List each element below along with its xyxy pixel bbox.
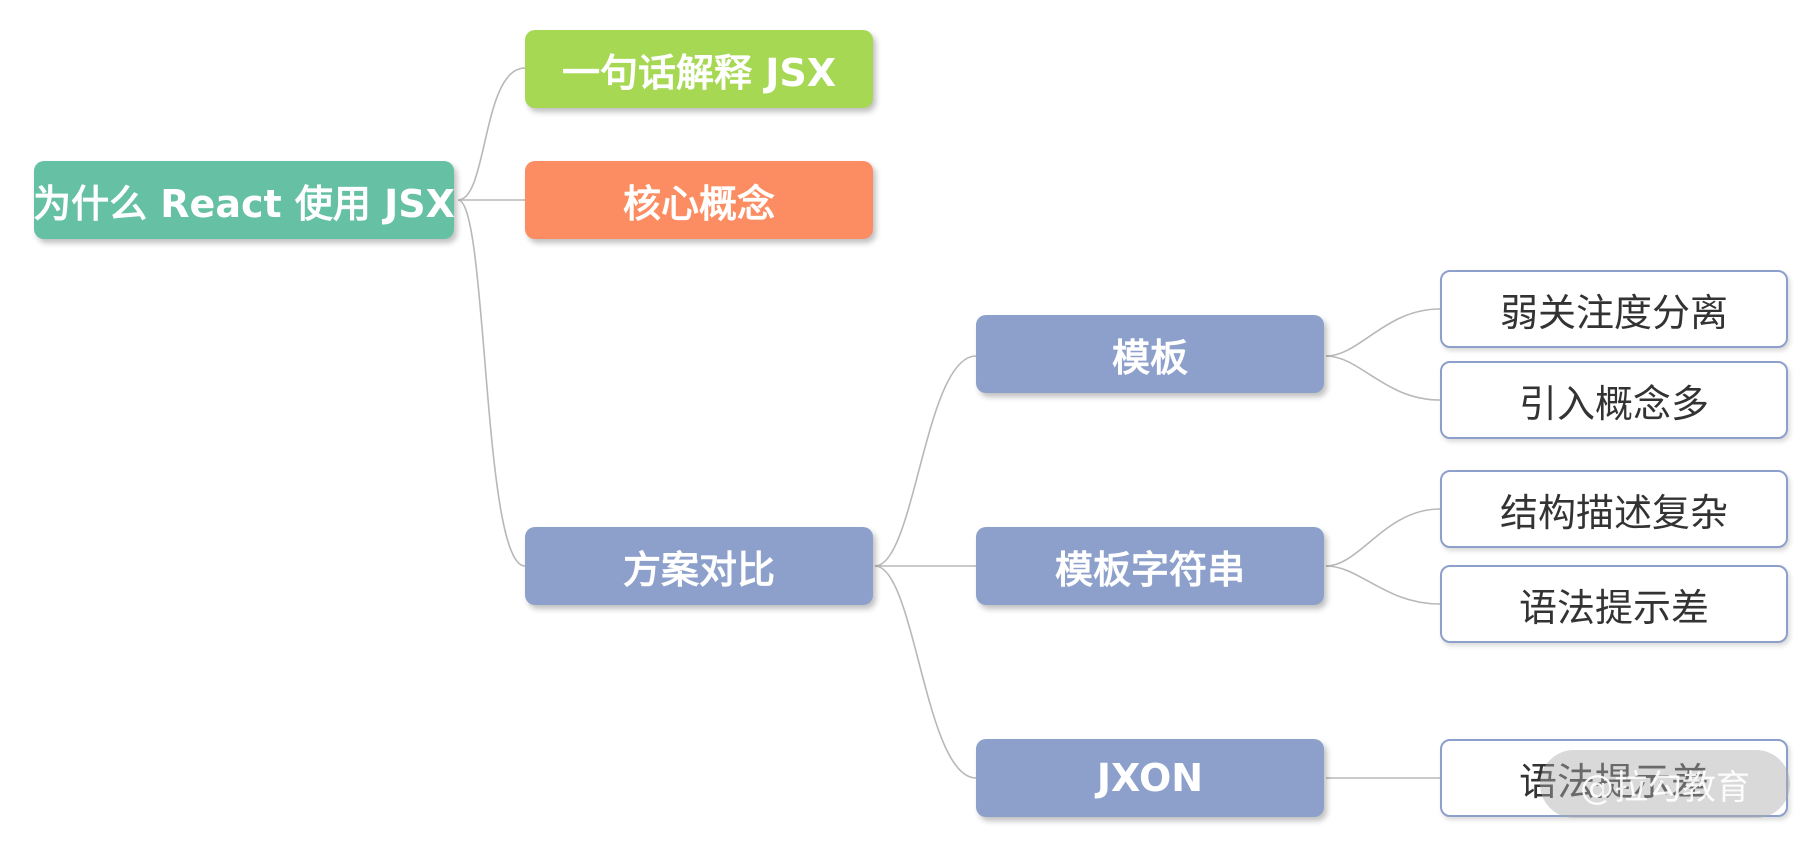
leaf-template-string-1-label: 结构描述复杂 (1499, 490, 1728, 535)
branch-core-concepts-label: 核心概念 (622, 181, 775, 226)
connector-comparison-template (874, 355, 977, 567)
connector-root-one-sentence (457, 67, 526, 201)
leaf-template-1-label: 弱关注度分离 (1499, 290, 1728, 335)
connector-root-comparison (457, 199, 526, 567)
node-jxon[interactable]: JXON (976, 739, 1324, 817)
connector-template-leaf-2 (1325, 355, 1441, 401)
node-template-string[interactable]: 模板字符串 (976, 527, 1324, 605)
node-template-string-label: 模板字符串 (1054, 547, 1245, 592)
node-template[interactable]: 模板 (976, 315, 1324, 393)
branch-core-concepts[interactable]: 核心概念 (525, 161, 873, 239)
leaf-jxon-1-label: 语法提示差 (1518, 759, 1709, 804)
leaf-jxon-1[interactable]: 语法提示差 (1440, 739, 1788, 817)
node-template-label: 模板 (1111, 335, 1188, 380)
root-node[interactable]: 为什么 React 使用 JSX (33, 161, 455, 239)
leaf-template-string-2[interactable]: 语法提示差 (1440, 565, 1788, 643)
leaf-template-2-label: 引入概念多 (1518, 381, 1709, 426)
branch-one-sentence[interactable]: 一句话解释 JSX (525, 30, 873, 108)
branch-comparison-label: 方案对比 (622, 547, 775, 592)
connector-template-string-leaf-2 (1325, 565, 1441, 605)
branch-comparison[interactable]: 方案对比 (525, 527, 873, 605)
watermark-text: @拉勾教育 (1580, 767, 1750, 808)
root-label: 为什么 React 使用 JSX (33, 181, 455, 226)
leaf-template-2[interactable]: 引入概念多 (1440, 361, 1788, 439)
connector-comparison-jxon (874, 565, 977, 779)
branch-one-sentence-label: 一句话解释 JSX (561, 50, 837, 95)
leaf-template-1[interactable]: 弱关注度分离 (1440, 270, 1788, 348)
node-jxon-label: JXON (1096, 756, 1204, 800)
connector-template-leaf-1 (1325, 308, 1441, 357)
watermark-badge: @拉勾教育 (1540, 750, 1790, 818)
connector-template-string-leaf-1 (1325, 508, 1441, 567)
leaf-template-string-2-label: 语法提示差 (1518, 585, 1709, 630)
leaf-template-string-1[interactable]: 结构描述复杂 (1440, 470, 1788, 548)
